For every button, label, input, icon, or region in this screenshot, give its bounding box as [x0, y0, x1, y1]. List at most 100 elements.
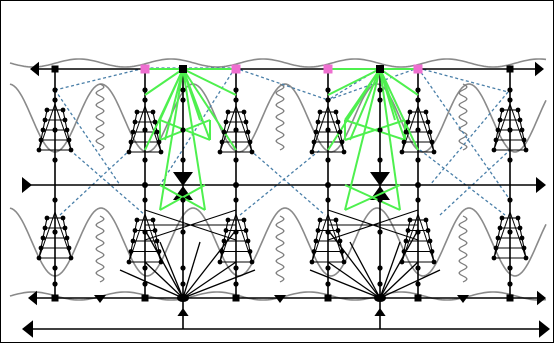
tree-d-lower-diag-b	[327, 213, 345, 263]
post-node-8-5	[507, 197, 513, 203]
bottom-hub-2	[374, 294, 386, 302]
tree-f-lower-diag-b	[509, 211, 527, 259]
post-node-4-4	[233, 157, 239, 163]
post-node-7-1	[415, 87, 421, 93]
tree-a-lower-node-r1	[60, 215, 66, 221]
lower-rail-square-5	[414, 294, 422, 302]
middle-rail-node-1	[142, 182, 148, 188]
top-rail-left-arrow	[30, 61, 39, 77]
dashed-diagonal-16	[327, 67, 381, 101]
hourglass-top-2	[370, 172, 390, 186]
tree-d-upper-node-r2	[335, 119, 341, 125]
tree-c-upper-node-r3	[245, 129, 251, 135]
tree-c-lower-node-l2	[223, 228, 229, 233]
lower-rail-left-arrow	[28, 290, 37, 306]
bottom-hub-right-edge-2	[349, 241, 381, 299]
tree-e-lower-node-r2	[425, 228, 431, 233]
bottom-hub-left-edge-1	[144, 261, 184, 299]
tree-d-lower-diag-a	[311, 213, 329, 263]
post-node-3-6	[180, 229, 186, 235]
post-node-8-4	[507, 157, 513, 163]
post-node-5-3	[325, 127, 331, 133]
lower-rail-square-2	[141, 294, 149, 302]
highlight-fan-right-1	[327, 68, 381, 96]
tree-d-upper-node-l1	[317, 109, 323, 115]
dashed-diagonal-8	[417, 67, 511, 201]
tree-d-upper-node-r1	[333, 109, 339, 115]
upper-band-wave	[9, 83, 547, 153]
tree-a-upper-node-l1	[44, 107, 50, 113]
tree-d-upper-node-l3	[313, 129, 319, 135]
highlight-fan-left-3	[164, 68, 184, 141]
tree-d-lower-node-r3	[337, 238, 343, 244]
squiggle-lower-3	[458, 215, 468, 283]
squiggle-upper-3	[458, 83, 468, 151]
tree-a-upper-node-r1	[60, 107, 66, 113]
tree-e-upper-node-r2	[425, 119, 431, 125]
tree-c-lower-node-l4	[219, 249, 225, 254]
bottom-hub-1	[177, 294, 189, 302]
post-node-6-1	[377, 87, 383, 93]
top-rail-square-1	[51, 65, 59, 73]
tree-b-lower-node-l3	[130, 238, 136, 244]
tree-a-lower-node-l4	[38, 245, 44, 251]
highlight-fan-left-5	[182, 68, 211, 141]
bottom-hub-right-edge-5	[309, 269, 381, 299]
post-node-6-2	[377, 97, 383, 103]
highlight-fan-right-10	[327, 68, 381, 151]
tree-e-lower-node-l3	[403, 238, 409, 244]
tree-f-lower-node-l3	[495, 235, 501, 241]
tree-a-lower-node-l2	[42, 225, 48, 231]
post-node-3-1	[180, 87, 186, 93]
post-node-2-8	[142, 281, 148, 287]
bottom-hub-right-edge-6	[379, 269, 441, 299]
tree-d-upper-node-l4	[311, 139, 317, 145]
middle-rail-right-arrow	[536, 177, 546, 193]
tree-c-lower-node-r2	[243, 228, 249, 233]
tree-b-upper-diag-a	[128, 105, 146, 153]
tree-b-lower-node-l4	[128, 249, 134, 254]
squiggle-lower-2	[275, 215, 285, 283]
post-node-7-7	[415, 265, 421, 271]
tree-b-upper-node-l4	[128, 139, 134, 145]
tree-c-upper-node-r1	[241, 109, 247, 115]
pink-marker-4	[413, 64, 423, 74]
tree-a-lower-node-r4	[66, 245, 72, 251]
post-node-7-4	[415, 157, 421, 163]
post-node-7-6	[415, 229, 421, 235]
tree-f-upper-diag-a	[493, 103, 511, 151]
tree-b-lower-node-r4	[156, 249, 162, 254]
tree-a-upper-diag-b	[54, 103, 72, 151]
bottom-hub-left-edge-7	[144, 229, 184, 299]
tree-f-upper-node-l2	[497, 117, 503, 123]
pink-marker-2	[231, 64, 241, 74]
dashed-diagonal-11	[59, 149, 131, 216]
green-highlight-edges	[144, 68, 419, 211]
lower-rail-right-arrow	[537, 290, 546, 306]
tree-f-lower-node-r3	[519, 235, 525, 241]
tree-c-upper-node-r4	[247, 139, 253, 145]
tree-f-lower-diag-a	[493, 211, 511, 259]
tree-b-upper-node-r2	[152, 119, 158, 125]
tree-e-lower-node-r1	[423, 217, 429, 223]
post-node-8-8	[507, 281, 513, 287]
highlight-fan-right-6	[379, 68, 419, 96]
tree-f-upper-node-l1	[499, 107, 505, 113]
tree-e-upper-node-l5	[399, 149, 405, 155]
squiggle-columns	[95, 83, 468, 283]
middle-rail-node-4	[415, 182, 421, 188]
tree-d-lower-node-r2	[335, 228, 341, 233]
post-node-5-1	[325, 87, 331, 93]
tree-d-lower-node-r4	[339, 249, 345, 254]
tree-b-upper-node-l1	[134, 109, 140, 115]
post-node-8-2	[507, 97, 513, 103]
tree-f-upper-node-r5	[523, 147, 529, 153]
top-hub-square-2	[376, 65, 384, 73]
tree-e-lower-node-r4	[429, 249, 435, 254]
post-node-2-2	[142, 97, 148, 103]
post-node-6-6	[377, 229, 383, 235]
tree-c-upper-node-r5	[249, 149, 255, 155]
hub-stem-arrow-1	[177, 308, 189, 316]
lower-rail-square-4	[324, 294, 332, 302]
